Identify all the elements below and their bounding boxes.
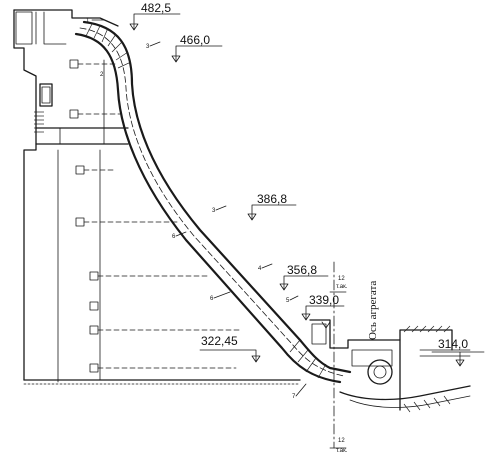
unit-axis-label: Ось агрегата xyxy=(367,281,379,340)
elevation-386: 386,8 xyxy=(257,192,287,206)
point-label-4: 4 xyxy=(258,266,262,272)
section-mark-top-sub: т.ак. xyxy=(336,284,348,290)
point-label-1: 1 xyxy=(86,18,90,24)
point-label-3a: 3 xyxy=(146,44,150,50)
elevation-314: 314,0 xyxy=(438,337,468,351)
elevation-markers xyxy=(129,13,485,367)
point-label-5: 5 xyxy=(286,298,290,304)
gallery-niches xyxy=(69,59,241,373)
leader-lines xyxy=(91,19,307,397)
point-label-6a: 6 xyxy=(172,234,176,240)
point-label-6b: 6 xyxy=(210,296,214,302)
point-label-2: 2 xyxy=(100,72,104,78)
elevation-482: 482,5 xyxy=(141,1,171,15)
gate-marker xyxy=(321,321,331,329)
elevation-466: 466,0 xyxy=(180,33,210,47)
dam-body xyxy=(13,9,301,385)
point-label-7: 7 xyxy=(292,394,296,400)
powerhouse xyxy=(309,319,471,413)
point-label-3b: 3 xyxy=(212,208,216,214)
penstock xyxy=(74,20,352,384)
section-mark-bottom-sub: т.ак. xyxy=(336,448,348,454)
elevation-322: 322,45 xyxy=(201,334,238,348)
section-mark-bottom-number: 12 xyxy=(338,438,345,444)
elevation-339: 339,0 xyxy=(309,293,339,307)
elevation-356: 356,8 xyxy=(287,263,317,277)
section-mark-top-number: 12 xyxy=(338,276,345,282)
unit-axis xyxy=(329,261,347,449)
